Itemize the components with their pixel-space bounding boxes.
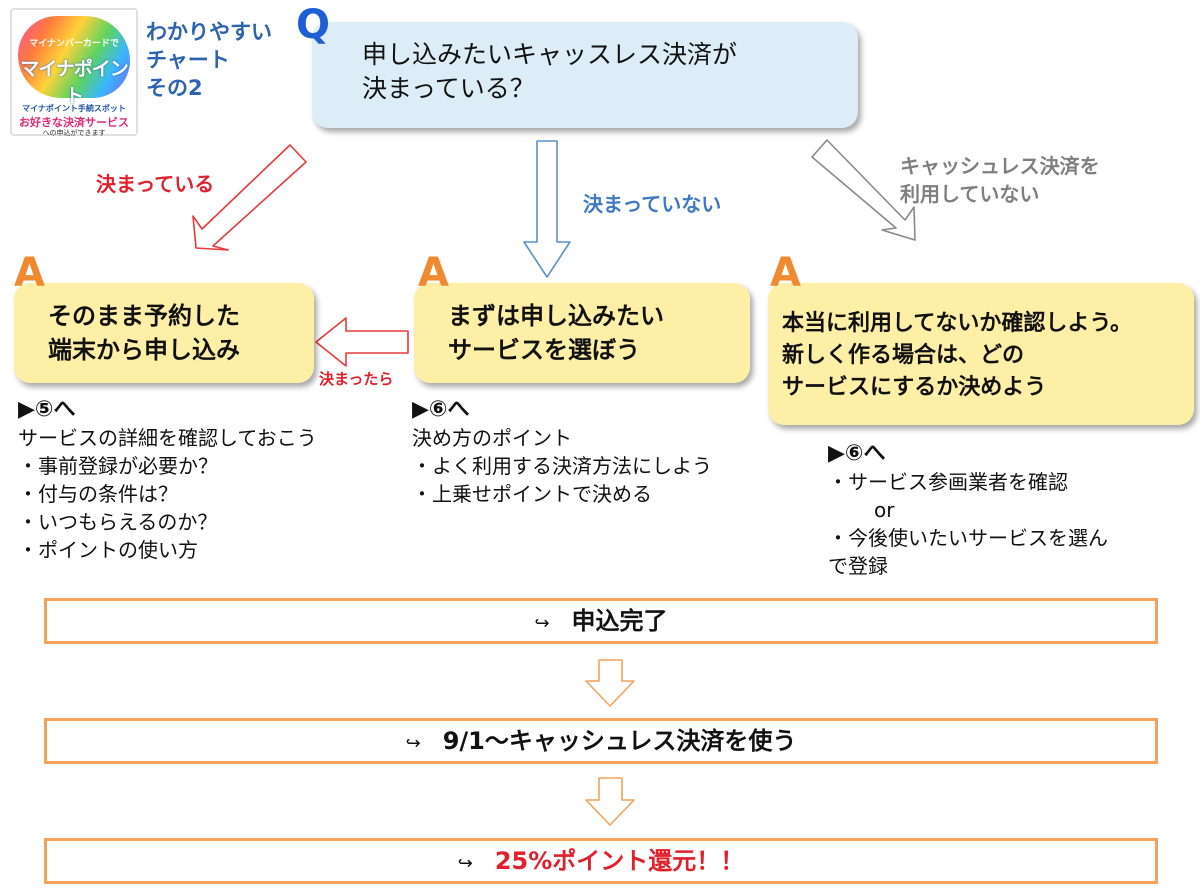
subtitle-line-1: わかりやすい [146,20,272,44]
notes-3-head: ▶⑥へ [828,441,886,466]
notes-3-line-1: ・サービス参画業者を確認 [828,470,1068,494]
edge-label-not-decided: 決まっていない [583,192,722,216]
logo-cloud: マイナンバーカードで マイナポイント [18,16,130,107]
notes-1-head: ▶⑤へ [18,397,76,422]
notes-2-line-1: 決め方のポイント [412,426,572,450]
notes-3-line-4: で登録 [828,554,888,578]
no-cashless-arrow [811,139,916,241]
notes-1-line-2: ・事前登録が必要か？ [18,454,218,478]
answer-1-line-2: 端末から申し込み [48,336,240,364]
notes-3-line-2: or [874,498,895,522]
answer-box-3: 本当に利用してないか確認しよう。 新しく作る場合は、どの サービスにするか決めよ… [768,283,1194,425]
step-arrow-1 [585,659,635,707]
decided-arrow [192,144,307,251]
step-bar-1: ↪ 申込完了 [44,598,1158,644]
answer-2-line-1: まずは申し込みたい [448,302,664,330]
edge-label-decided: 決まっている [96,172,215,196]
answer-box-2: まずは申し込みたい サービスを選ぼう [414,283,750,383]
notes-1-line-1: サービスの詳細を確認しておこう [18,426,317,450]
question-text: 申し込みたいキャッスレス決済が 決まっている？ [362,38,737,106]
return-icon: ↪ [534,613,550,634]
logo-main-text: マイナポイント [20,58,129,107]
notes-2-line-2: ・よく利用する決済方法にしよう [412,454,712,478]
answer-3-letter: A [770,250,801,296]
notes-3: ▶⑥へ ・サービス参画業者を確認 or ・今後使いたいサービスを選ん で登録 [828,440,1108,580]
chart-subtitle: わかりやすい チャート その2 [146,18,272,102]
edge-label-no-cashless-line-1: キャッシュレス決済を [900,154,1100,178]
mynapoint-logo: マイナンバーカードで マイナポイント マイナポイント手続スポット お好きな決済サ… [10,8,138,137]
notes-3-line-3: ・今後使いたいサービスを選ん [828,526,1108,550]
subtitle-line-3: その2 [146,76,203,100]
notes-2-line-3: ・上乗せポイントで決める [412,482,652,506]
subtitle-line-2: チャート [146,48,230,72]
step-2-label: 9/1〜キャッシュレス決済を使う [442,727,797,755]
logo-sub-text-2: お好きな決済サービス [19,116,129,129]
notes-1-line-3: ・付与の条件は？ [18,482,178,506]
step-bar-3: ↪ 25%ポイント還元！！ [44,838,1158,884]
question-box: 申し込みたいキャッスレス決済が 決まっている？ [312,22,858,128]
answer-3-line-2: 新しく作る場合は、どの [782,343,1025,368]
once-decided-arrow [315,317,409,367]
question-letter: Q [296,2,331,48]
step-3-label: 25%ポイント還元！！ [494,847,745,875]
answer-2-letter: A [418,250,449,296]
edge-label-once-decided: 決まったら [319,370,394,388]
notes-1-line-5: ・ポイントの使い方 [18,538,198,562]
edge-label-no-cashless: キャッシュレス決済を 利用していない [900,152,1100,208]
not-decided-arrow [523,140,571,278]
question-line-1: 申し込みたいキャッスレス決済が [362,40,738,69]
logo-top-text: マイナンバーカードで [29,39,119,49]
notes-1-line-4: ・いつもらえるのか？ [18,510,218,534]
notes-2-head: ▶⑥へ [412,397,470,422]
edge-label-no-cashless-line-2: 利用していない [900,182,1040,206]
question-line-2: 決まっている？ [362,74,535,103]
notes-2: ▶⑥へ 決め方のポイント ・よく利用する決済方法にしよう ・上乗せポイントで決め… [412,396,712,508]
logo-sub-text-1: マイナポイント手続スポット [22,104,126,113]
answer-3-line-1: 本当に利用してないか確認しよう。 [782,311,1133,336]
notes-1: ▶⑤へ サービスの詳細を確認しておこう ・事前登録が必要か？ ・付与の条件は？ … [18,396,317,564]
answer-3-line-3: サービスにするか決めよう [782,375,1047,400]
step-arrow-2 [585,777,635,826]
logo-sub-text-3: への申込ができます [42,129,106,137]
answer-2-line-2: サービスを選ぼう [448,336,640,364]
answer-1-line-1: そのまま予約した [48,302,240,330]
answer-1-letter: A [14,250,45,296]
step-bar-2: ↪ 9/1〜キャッシュレス決済を使う [44,718,1158,764]
return-icon: ↪ [457,853,473,874]
answer-box-1: そのまま予約した 端末から申し込み [14,283,314,383]
step-1-label: 申込完了 [571,607,668,635]
return-icon: ↪ [405,733,421,754]
